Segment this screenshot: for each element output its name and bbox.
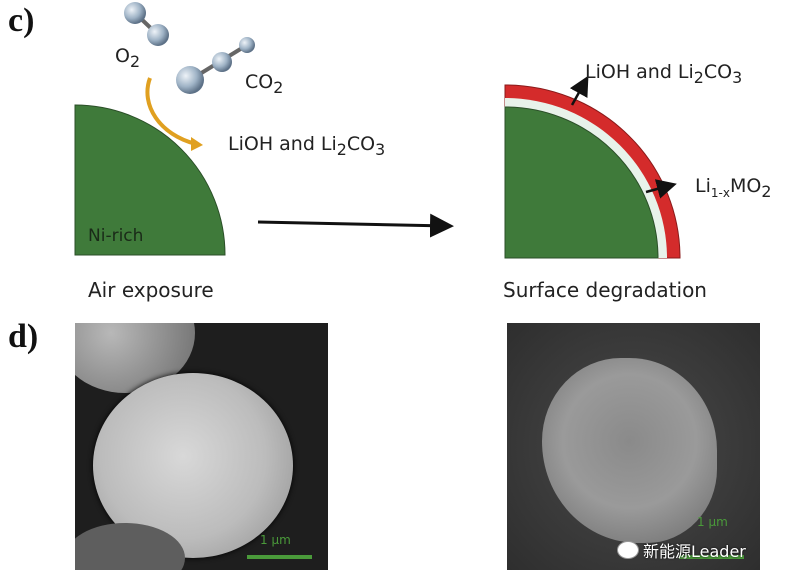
panel-label-d: d) [8, 318, 39, 355]
scale-bar-label: 1 μm [260, 533, 291, 547]
scale-bar [247, 555, 312, 559]
panel-label-c: c) [8, 2, 35, 39]
sem-image-pristine: 1 μm [75, 323, 328, 570]
co2-label: CO2 [245, 71, 284, 97]
degraded-particle [504, 84, 681, 259]
sem-image-degraded: 1 μm [507, 323, 760, 570]
core-label: Ni-rich [88, 226, 144, 246]
layer-label: Li1-xMO2 [695, 175, 772, 201]
ni-rich-particle [74, 104, 226, 256]
reaction-arrow-icon [145, 77, 197, 146]
watermark: 新能源Leader [617, 538, 746, 562]
wechat-icon [617, 541, 639, 559]
watermark-text: 新能源Leader [643, 542, 746, 561]
scale-bar-label: 1 μm [697, 515, 728, 529]
o2-molecule-icon [124, 2, 169, 46]
o2-label: O2 [115, 45, 141, 71]
scale-bar [679, 555, 744, 559]
caption-surface-degradation: Surface degradation [503, 278, 707, 302]
caption-air-exposure: Air exposure [88, 278, 214, 302]
product-label-left: LiOH and Li2CO3 [228, 133, 386, 159]
schematic-c [74, 2, 681, 259]
process-arrow-icon [257, 213, 454, 238]
co2-molecule-icon [176, 37, 255, 94]
product-label-right: LiOH and Li2CO3 [585, 61, 743, 87]
